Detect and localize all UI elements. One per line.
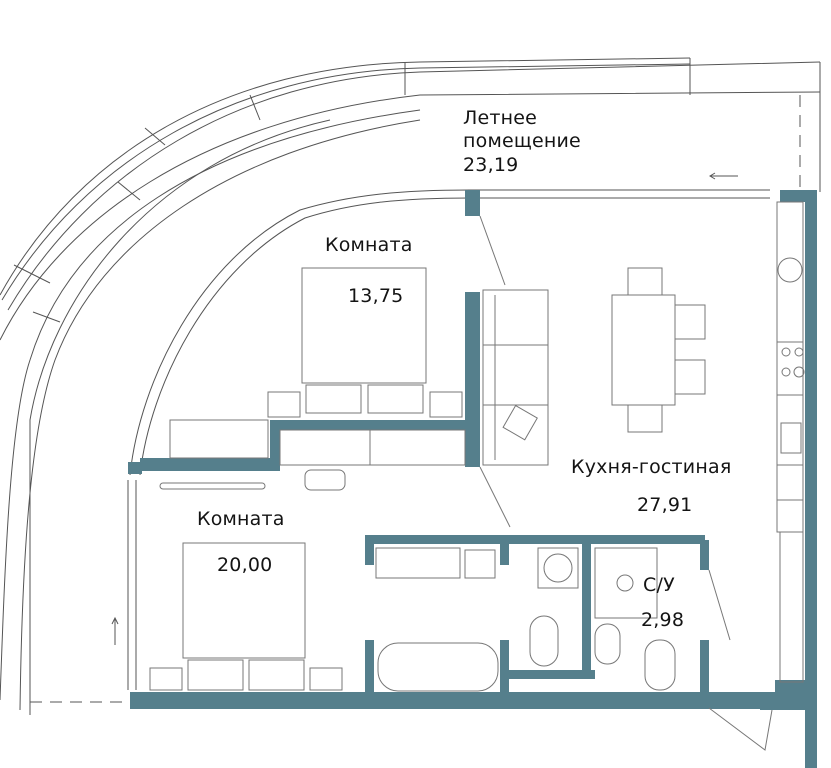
room-label-summer-name-1: Летнее <box>463 107 538 129</box>
room-area-bedroom2: 20,00 <box>217 554 273 576</box>
room-label-bedroom2: Комната <box>197 508 285 530</box>
room-label-summer-name-2: помещение <box>463 130 581 152</box>
room-area-kitchen: 27,91 <box>637 494 693 516</box>
inner-glazing <box>129 189 471 476</box>
room-label-bedroom1: Комната <box>325 234 413 256</box>
room-area-bathroom: 2,98 <box>641 609 685 631</box>
balcony-outer-curve <box>0 57 691 296</box>
room-area-bedroom1: 13,75 <box>348 285 404 307</box>
walls <box>128 190 817 768</box>
room-label-kitchen: Кухня-гостиная <box>571 456 732 478</box>
room-area-summer: 23,19 <box>463 154 519 176</box>
room-label-bathroom: С/У <box>643 574 675 596</box>
